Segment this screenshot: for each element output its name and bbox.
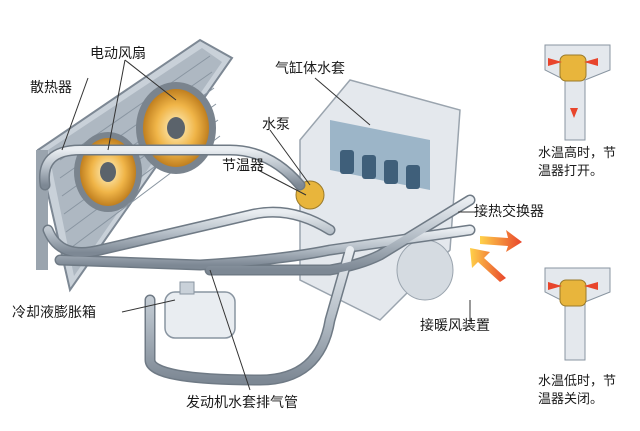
heat-exchanger-arrow [480,230,522,252]
engine-block [295,79,461,321]
leader-lines [61,59,475,391]
label-heat-exchanger: 接热交换器 [474,204,544,220]
electric-fan-right [136,82,216,174]
label-water-pump: 水泵 [262,117,290,133]
note-closed-line2: 温器关闭。 [538,392,604,407]
label-expansion-tank: 冷却液膨胀箱 [12,305,96,321]
thermostat-open-inset [544,44,611,141]
label-radiator: 散热器 [30,80,72,96]
note-closed-line1: 水温低时，节 [538,374,617,389]
label-heater: 接暖风装置 [420,318,490,334]
label-electric-fan: 电动风扇 [90,46,146,62]
electric-fan-left [74,132,142,212]
label-cylinder-jacket: 气缸体水套 [275,61,345,77]
thermostat-closed-inset [544,267,611,361]
label-thermostat: 节温器 [222,158,264,174]
expansion-tank-graphic [164,281,236,339]
label-exhaust-pipe: 发动机水套排气管 [186,395,298,411]
note-thermostat-closed: 水温低时，节 温器关闭。 [538,373,616,409]
note-open-line2: 温器打开。 [538,164,604,179]
heater-arrow [470,248,506,282]
note-thermostat-open: 水温高时，节 温器打开。 [538,145,616,181]
note-open-line1: 水温高时，节 [538,146,617,161]
coolant-pipes [38,144,476,386]
